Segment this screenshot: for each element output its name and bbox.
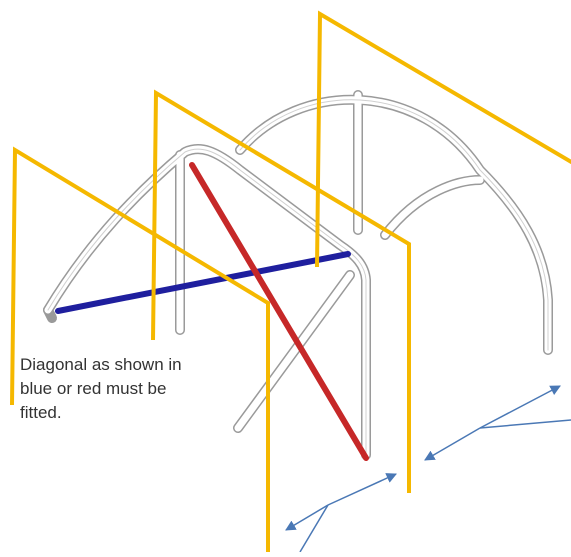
arrow-to-front-plane <box>285 504 329 531</box>
plane-front <box>10 146 270 552</box>
plane-middle <box>151 89 411 493</box>
arrow-to-rear-plane <box>479 385 561 429</box>
caption-line-2: blue or red must be <box>20 379 167 398</box>
diagonal-caption: Diagonal as shown in blue or red must be… <box>20 353 270 425</box>
blue-diagonal <box>55 251 351 314</box>
red-diagonal <box>189 162 369 461</box>
plane-outlines <box>10 10 571 552</box>
arrow-to-middle-plane <box>424 427 481 461</box>
arrow-to-middle-plane-lower <box>327 473 397 506</box>
caption-line-1: Diagonal as shown in <box>20 355 182 374</box>
caption-line-3: fitted. <box>20 403 62 422</box>
cage-tubes <box>43 90 553 460</box>
pointer-arrows <box>285 385 571 553</box>
plane-rear <box>315 10 571 410</box>
